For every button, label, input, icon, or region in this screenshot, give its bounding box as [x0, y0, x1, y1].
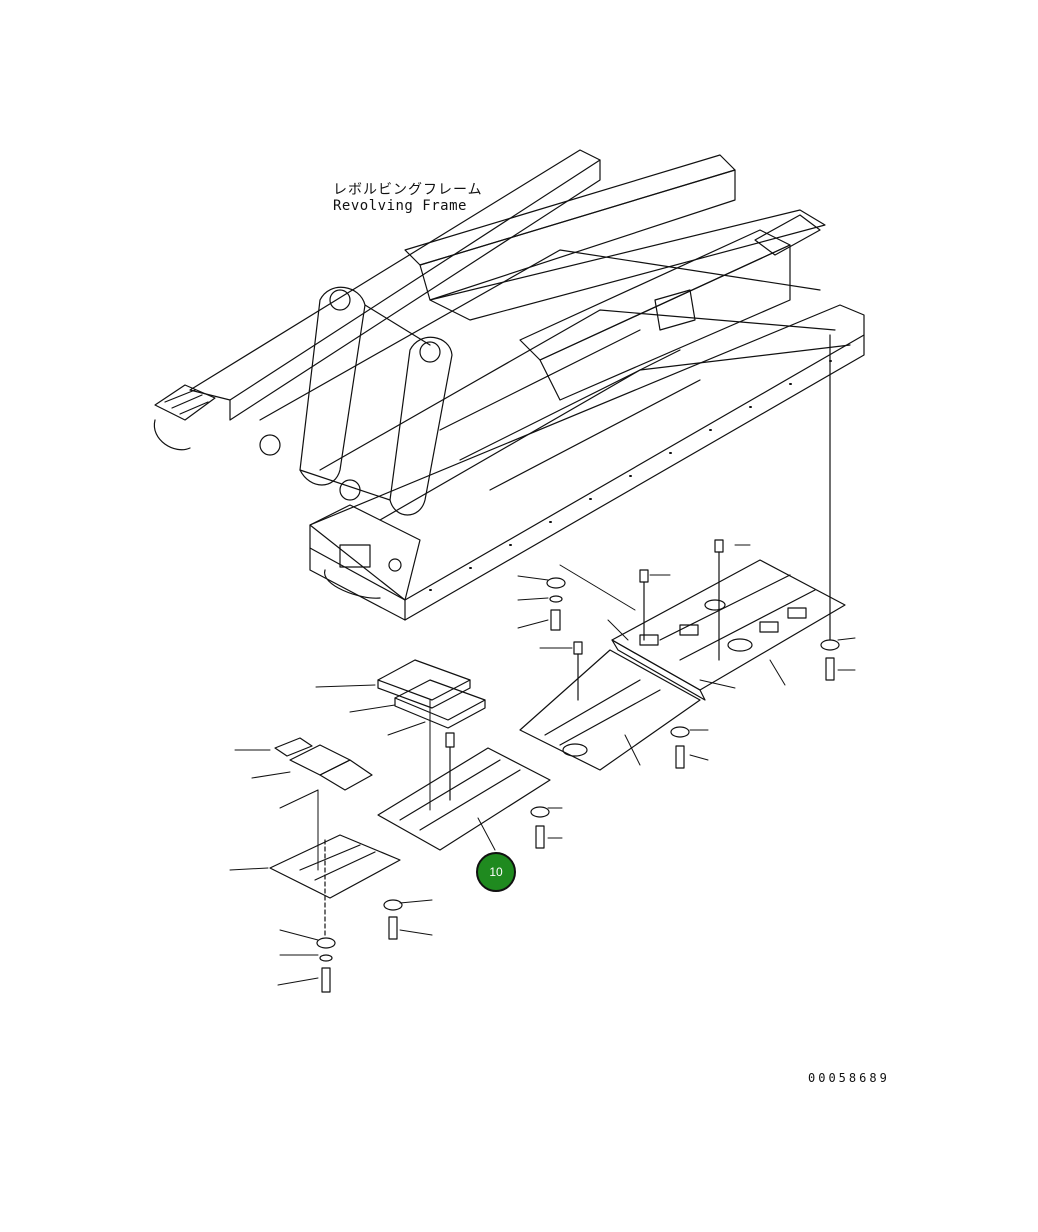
middle-undercover — [520, 650, 700, 770]
upper-right-undercover — [612, 560, 845, 700]
drawing-number: 00058689 — [808, 1071, 890, 1085]
assembly-label-english: Revolving Frame — [333, 198, 467, 214]
lower-left-undercover — [270, 835, 400, 935]
wear-pads — [378, 660, 485, 728]
assembly-label-japanese: レボルビングフレーム — [333, 182, 483, 198]
center-undercover — [378, 748, 550, 850]
side-pads — [275, 738, 372, 790]
leader-lines — [230, 545, 855, 985]
fasteners — [317, 335, 839, 992]
callout-number: 10 — [489, 865, 503, 879]
revolving-frame — [154, 150, 864, 620]
part-callout-10[interactable]: 10 — [476, 852, 516, 892]
